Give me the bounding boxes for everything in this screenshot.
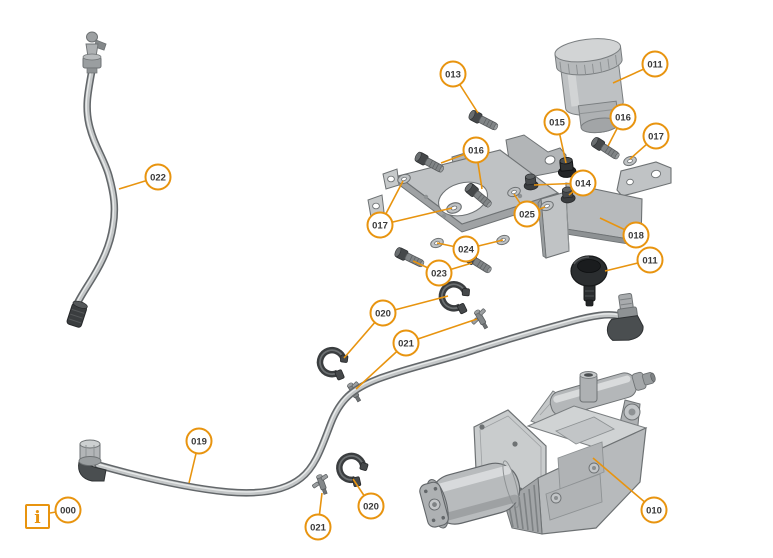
callout-label: 021 [398,338,415,349]
callout-label: 018 [628,230,644,241]
callout-011-13[interactable]: 011 [604,246,664,274]
callout-017-10[interactable]: 017 [366,180,453,239]
callout-bubble[interactable] [543,108,571,136]
callout-label: 013 [445,69,461,80]
callout-label: 016 [615,112,631,123]
callout-019-17[interactable]: 019 [185,427,213,484]
callout-021-16[interactable]: 021 [355,318,478,390]
callout-label: 015 [549,117,566,128]
hose-end-cap [66,300,88,328]
callout-017-6[interactable]: 017 [629,122,670,160]
actuator-motor [419,460,521,529]
callout-bubble[interactable] [569,169,597,197]
callout-label: 022 [150,172,166,183]
part-cap-011 [570,255,608,307]
callout-bubble[interactable] [439,60,467,88]
callout-023-14[interactable]: 023 [412,259,473,287]
info-box[interactable]: i [25,504,50,529]
callout-016-5[interactable]: 016 [607,103,637,147]
callout-label: 024 [458,244,475,255]
callout-bubble[interactable] [304,513,332,541]
callout-010-20[interactable]: 010 [592,457,668,524]
callout-bubble[interactable] [622,221,650,249]
part-clip-020-a [440,282,473,316]
part-washer-017-right [621,154,639,168]
part-clip-020-c [338,455,369,488]
callout-bubble[interactable] [640,496,668,524]
callout-014-8[interactable]: 014 [533,169,597,197]
callout-bubble[interactable] [425,259,453,287]
info-icon: i [34,508,41,528]
callout-bubble[interactable] [609,103,637,131]
part-hose-019 [78,293,644,493]
part-pin-021-a [467,306,494,334]
part-bolt-023-a [393,245,426,270]
callout-label: 017 [648,131,664,142]
callout-013-2[interactable]: 013 [439,60,479,114]
callout-bubble[interactable] [642,122,670,150]
callout-bubble[interactable] [54,496,82,524]
callout-011-3[interactable]: 011 [612,50,669,84]
callout-label: 011 [642,255,658,266]
callout-000-0[interactable]: 000 [49,496,82,524]
callout-021-19[interactable]: 021 [304,492,332,541]
callout-024-12[interactable]: 024 [436,235,504,263]
callout-bubble[interactable] [513,200,541,228]
fitting-right [606,293,644,341]
callout-label: 020 [363,501,379,512]
callout-016-7[interactable]: 016 [440,136,490,190]
callout-label: 011 [647,59,663,70]
callout-label: 023 [431,268,447,279]
callout-bubble[interactable] [144,163,172,191]
callout-label: 010 [646,505,662,516]
callout-label: 021 [310,522,327,533]
callout-bubble[interactable] [641,50,669,78]
callout-label: 019 [191,436,207,447]
part-bolt-013 [467,108,500,133]
callout-label: 014 [575,178,592,189]
callout-bubble[interactable] [462,136,490,164]
callout-025-9[interactable]: 025 [513,193,546,228]
callout-bubble[interactable] [357,492,385,520]
callout-label: 000 [60,505,76,516]
part-actuator-010 [419,371,656,535]
callout-label: 020 [375,308,391,319]
callout-bubble[interactable] [452,235,480,263]
callout-020-18[interactable]: 020 [352,478,385,520]
info-box-frame[interactable] [25,504,50,529]
part-bracket-018 [537,161,672,259]
callout-label: 025 [519,209,536,220]
callout-bubble[interactable] [392,329,420,357]
fitting-left [78,439,107,482]
part-nut-015 [557,157,577,178]
callout-bubble[interactable] [185,427,213,455]
callout-022-1[interactable]: 022 [118,163,172,191]
callout-label: 017 [372,220,388,231]
callout-018-11[interactable]: 018 [599,217,650,249]
fitting-ball [86,31,98,43]
part-hose-022 [66,31,114,328]
part-clip-020-b [319,349,350,382]
callout-015-4[interactable]: 015 [543,108,571,164]
callout-bubble[interactable] [366,211,394,239]
callout-020-15[interactable]: 020 [343,295,449,359]
callout-bubble[interactable] [636,246,664,274]
callouts-layer: 000 022 013 011 015 016 017 016 014 025 017 018 024 0… [49,50,670,541]
callout-label: 016 [468,145,484,156]
part-bolt-016-c [589,135,622,162]
callout-bubble[interactable] [369,299,397,327]
